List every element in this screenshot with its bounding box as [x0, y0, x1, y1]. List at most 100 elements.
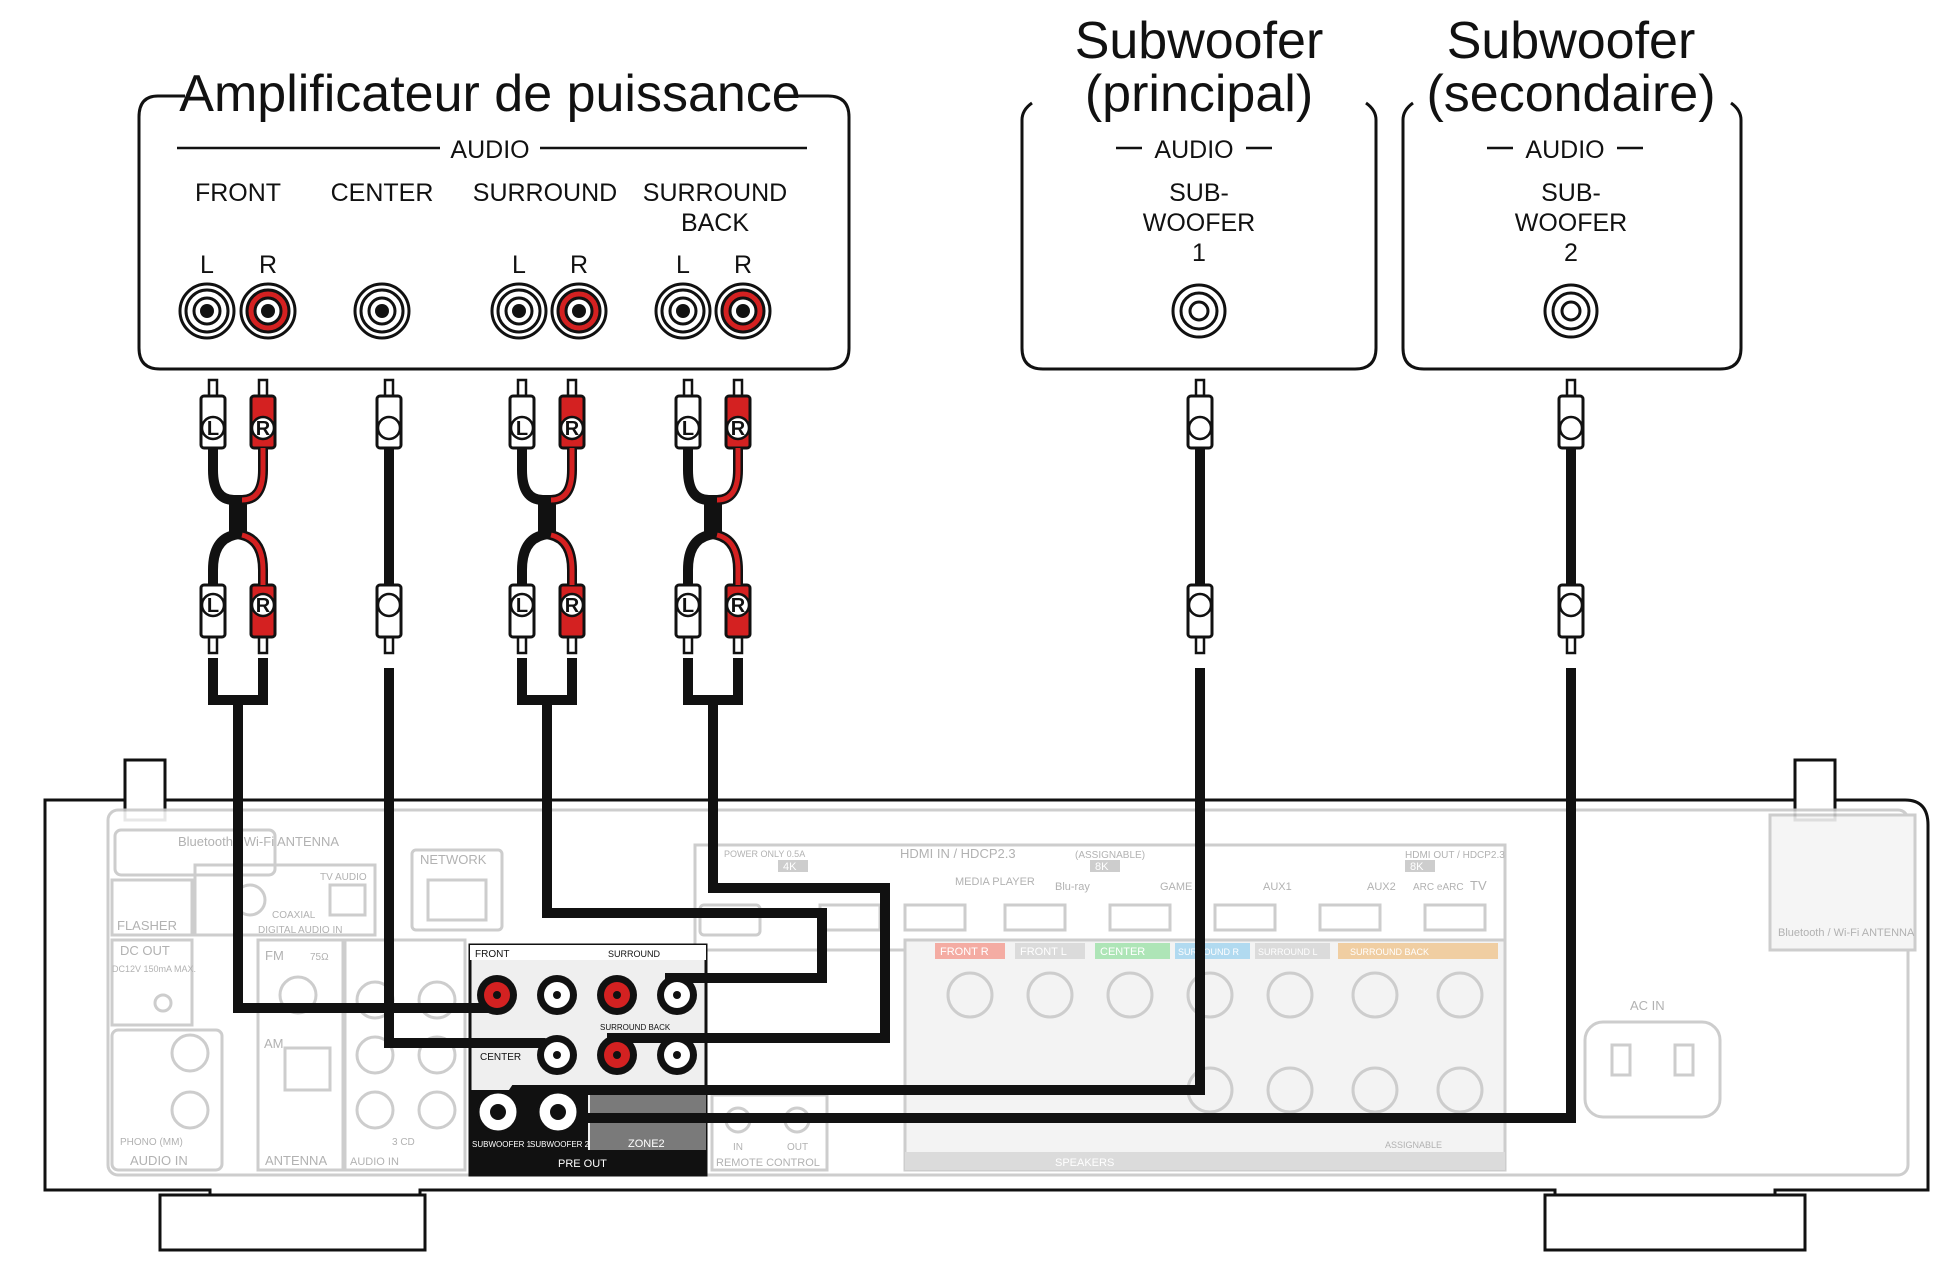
- rca-jack-white: [353, 282, 411, 340]
- am-label: AM: [264, 1036, 284, 1051]
- svg-text:R: R: [731, 418, 746, 440]
- pre-out-jacks: [476, 975, 697, 1134]
- rca-plug-icon: [1186, 583, 1214, 655]
- svg-text:L: L: [682, 418, 694, 440]
- spk-front-r-label: FRONT R: [940, 946, 989, 958]
- rca-cable-right: [237, 448, 268, 585]
- rca-plug-icon: L: [508, 378, 536, 450]
- subwoofer-secondaire: Subwoofer (secondaire) AUDIO SUB- WOOFER…: [1401, 12, 1743, 371]
- rca-cable-right: [712, 448, 743, 585]
- rca-cable-left: [208, 448, 239, 585]
- rca-plug-icon: R: [249, 583, 277, 655]
- sub1-title-1: Subwoofer: [1075, 12, 1324, 70]
- game-label: GAME: [1160, 881, 1192, 893]
- rca-plug-icon: L: [199, 583, 227, 655]
- amp-surround-label: SURROUND: [473, 179, 617, 207]
- svg-text:R: R: [565, 595, 580, 617]
- coaxial-label: COAXIAL: [272, 910, 316, 921]
- network-label: NETWORK: [420, 852, 487, 867]
- surround-cable-clip: [517, 658, 577, 705]
- sub2-cable: [558, 668, 1576, 1123]
- spk-front-l-label: FRONT L: [1020, 946, 1067, 958]
- amplifier-title: Amplificateur de puissance: [179, 65, 800, 123]
- digital-audio-in-label: DIGITAL AUDIO IN: [258, 925, 342, 936]
- rca-plug-icon: [1557, 583, 1585, 655]
- rca-plug-icon: [375, 378, 403, 450]
- sub2-title-2: (secondaire): [1426, 65, 1715, 123]
- remote-in-label: IN: [733, 1142, 743, 1153]
- ohm-label: 75Ω: [310, 952, 329, 963]
- sub2-label-2: WOOFER: [1515, 209, 1628, 237]
- audio-in-assign-label: AUDIO IN: [350, 1156, 399, 1168]
- pre-front-label: FRONT: [475, 949, 509, 960]
- sub2-input-jack: [1543, 283, 1599, 339]
- sw1-label: SUBWOOFER 1: [472, 1140, 532, 1149]
- power-amplifier: Amplificateur de puissance AUDIO FRONT C…: [137, 65, 851, 371]
- 4k-label: 4K: [783, 861, 797, 873]
- amp-surround-r: R: [570, 251, 588, 279]
- hdmi-out-label: HDMI OUT / HDCP2.3: [1405, 850, 1505, 861]
- rca-plug-icon: L: [674, 378, 702, 450]
- bluray-label: Blu-ray: [1055, 881, 1090, 893]
- sub1-input-jack: [1171, 283, 1227, 339]
- amplifier-audio-label: AUDIO: [450, 136, 529, 164]
- phono-label: PHONO (MM): [120, 1137, 183, 1148]
- sub2-label-3: 2: [1564, 239, 1578, 267]
- svg-text:R: R: [565, 418, 580, 440]
- audio-in-label: AUDIO IN: [130, 1153, 188, 1168]
- tv-audio-label: TV AUDIO: [320, 872, 367, 883]
- spk-surround-l-label: SURROUND L: [1258, 947, 1318, 957]
- spk-center-label: CENTER: [1100, 946, 1145, 958]
- sub2-title-1: Subwoofer: [1447, 12, 1696, 70]
- rca-jack-white: [490, 282, 548, 340]
- rca-plug-icon: R: [724, 378, 752, 450]
- zone2-label: ZONE2: [628, 1138, 665, 1150]
- rca-jack-white: [178, 282, 236, 340]
- pre-surround-label: SURROUND: [608, 949, 661, 959]
- rca-plug-icon: L: [508, 583, 536, 655]
- rca-plug-icon: R: [558, 583, 586, 655]
- amp-front-l: L: [200, 251, 214, 279]
- amp-front-r: R: [259, 251, 277, 279]
- amp-center-label: CENTER: [331, 179, 434, 207]
- sub2-label-1: SUB-: [1541, 179, 1601, 207]
- power-only-label: POWER ONLY 0.5A: [724, 849, 805, 859]
- dc-out-label: DC OUT: [120, 943, 170, 958]
- speakers-label: SPEAKERS: [1055, 1157, 1114, 1169]
- bt-antenna-right-label: Bluetooth / Wi-Fi ANTENNA: [1778, 927, 1915, 939]
- media-player-label: MEDIA PLAYER: [955, 876, 1035, 888]
- spk-surround-r-label: SURROUND R: [1178, 947, 1240, 957]
- power-inlet-icon: [1583, 1020, 1722, 1119]
- pre-center-label: CENTER: [480, 1052, 521, 1063]
- rca-jack-red: [714, 282, 772, 340]
- sub2-audio-label: AUDIO: [1525, 136, 1604, 164]
- amp-surround-l: L: [512, 251, 526, 279]
- front-cable-clip: [208, 658, 268, 705]
- rca-plug-icon: R: [558, 378, 586, 450]
- sub1-audio-label: AUDIO: [1154, 136, 1233, 164]
- spk-sb-label: SURROUND BACK: [1350, 947, 1429, 957]
- rca-plug-icon: L: [199, 378, 227, 450]
- tv-label: TV: [1470, 878, 1487, 893]
- rca-cable-right: [546, 448, 577, 585]
- ethernet-port-icon: [426, 878, 488, 922]
- amp-sb-l: L: [676, 251, 690, 279]
- rca-plug-icon: R: [724, 583, 752, 655]
- dc-spec-label: DC12V 150mA MAX.: [112, 964, 196, 974]
- pre-out-label: PRE OUT: [558, 1158, 607, 1170]
- amp-front-label: FRONT: [195, 179, 281, 207]
- cd-label: 3 CD: [392, 1137, 415, 1148]
- usb-port-icon: [698, 903, 762, 937]
- svg-text:L: L: [207, 418, 219, 440]
- flasher-label: FLASHER: [117, 918, 177, 933]
- 8k-label: 8K: [1095, 861, 1109, 873]
- rca-jack-red: [550, 282, 608, 340]
- sw2-label: SUBWOOFER 2: [530, 1140, 590, 1149]
- remote-control-label: REMOTE CONTROL: [716, 1157, 820, 1169]
- rca-plug-icon: R: [249, 378, 277, 450]
- assignable2-label: ASSIGNABLE: [1385, 1140, 1442, 1150]
- rca-plug-icon: [375, 583, 403, 655]
- svg-text:L: L: [207, 595, 219, 617]
